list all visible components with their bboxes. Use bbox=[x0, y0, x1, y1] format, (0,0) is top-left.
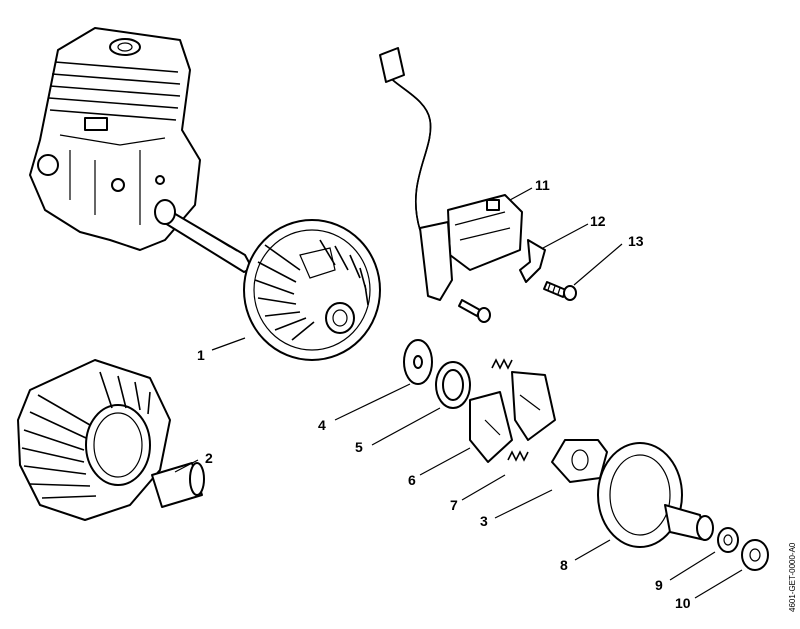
washer-part-4 bbox=[403, 339, 433, 385]
callout-2: 2 bbox=[205, 450, 213, 466]
callout-3: 3 bbox=[480, 513, 488, 529]
callout-10: 10 bbox=[675, 595, 691, 611]
drawing-code: 4601-GET-0000-A0 bbox=[788, 542, 797, 612]
flywheel-part-1 bbox=[243, 219, 381, 361]
callout-labels: 1 2 3 4 5 6 7 8 9 10 11 12 13 bbox=[197, 177, 691, 611]
engine-block bbox=[29, 27, 253, 273]
clip-part-12 bbox=[519, 239, 546, 283]
screw-part-13 bbox=[543, 281, 577, 301]
eclip-part-10 bbox=[741, 539, 769, 571]
callout-12: 12 bbox=[590, 213, 606, 229]
carrier-part-3 bbox=[551, 439, 608, 483]
callout-9: 9 bbox=[655, 577, 663, 593]
callout-11: 11 bbox=[535, 177, 550, 193]
callout-8: 8 bbox=[560, 557, 568, 573]
sleeve-part-2 bbox=[151, 462, 205, 508]
callout-4: 4 bbox=[318, 417, 326, 433]
callout-7: 7 bbox=[450, 497, 458, 513]
callout-5: 5 bbox=[355, 439, 363, 455]
ignition-module-part-11 bbox=[379, 47, 523, 301]
washer-part-5 bbox=[435, 361, 471, 409]
fan-housing bbox=[17, 359, 171, 521]
spring-part-7 bbox=[491, 358, 529, 462]
callout-13: 13 bbox=[628, 233, 644, 249]
callout-6: 6 bbox=[408, 472, 416, 488]
leader-lines bbox=[174, 187, 743, 599]
ignition-screw bbox=[458, 299, 491, 323]
callout-1: 1 bbox=[197, 347, 205, 363]
washer-part-9 bbox=[717, 527, 739, 553]
clutch-shoes-part-6 bbox=[469, 371, 556, 463]
clutch-drum-part-8 bbox=[597, 442, 714, 548]
